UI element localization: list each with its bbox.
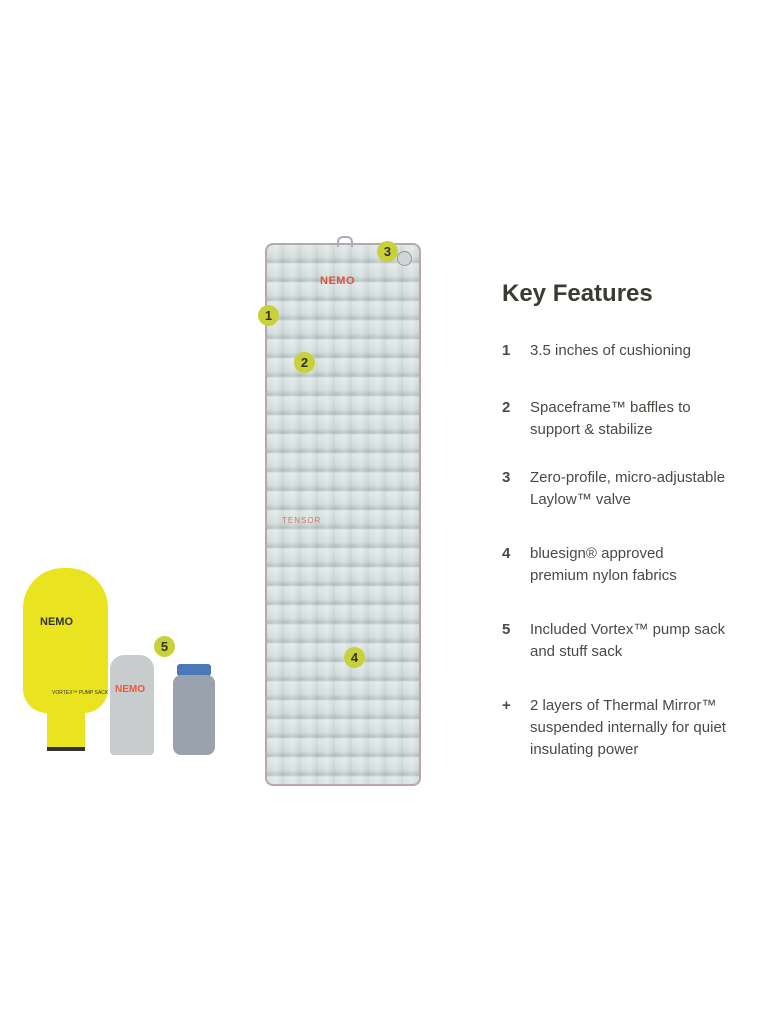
feature-item: 1 3.5 inches of cushioning bbox=[502, 340, 762, 362]
stuff-sack-image bbox=[110, 655, 154, 755]
callout-badge-5: 5 bbox=[154, 636, 175, 657]
feature-text: 2 layers of Thermal Mirror™ suspended in… bbox=[530, 697, 726, 758]
key-features-heading: Key Features bbox=[502, 280, 653, 307]
callout-badge-3: 3 bbox=[377, 241, 398, 262]
feature-text: 3.5 inches of cushioning bbox=[530, 342, 691, 359]
water-bottle-image bbox=[173, 675, 215, 755]
pump-sack-image bbox=[23, 568, 108, 713]
callout-badge-2: 2 bbox=[294, 352, 315, 373]
feature-item: 4 bluesign® approved premium nylon fabric… bbox=[502, 543, 762, 587]
feature-number: 2 bbox=[502, 399, 511, 416]
valve-icon bbox=[397, 251, 412, 266]
feature-number: 3 bbox=[502, 469, 511, 486]
feature-text: Included Vortex™ pump sack and stuff sac… bbox=[530, 621, 726, 660]
stuff-sack-logo: NEMO bbox=[115, 684, 145, 695]
pump-logo: NEMO bbox=[40, 616, 73, 628]
feature-number: 5 bbox=[502, 621, 511, 638]
pad-logo: NEMO bbox=[320, 275, 355, 287]
callout-badge-1: 1 bbox=[258, 305, 279, 326]
pump-sack-neck bbox=[47, 705, 85, 751]
callout-badge-4: 4 bbox=[344, 647, 365, 668]
feature-text: Zero-profile, micro-adjustable Laylow™ v… bbox=[530, 469, 726, 508]
feature-number: 4 bbox=[502, 545, 511, 562]
pump-label: VORTEX™ PUMP SACK bbox=[52, 690, 109, 696]
feature-item: 5 Included Vortex™ pump sack and stuff sa… bbox=[502, 619, 762, 663]
feature-text: Spaceframe™ baffles to support & stabili… bbox=[530, 399, 691, 438]
feature-number: 1 bbox=[502, 342, 511, 359]
feature-number: + bbox=[502, 697, 511, 714]
pad-name: TENSOR bbox=[282, 516, 322, 525]
pad-loop bbox=[337, 236, 353, 247]
feature-item: +2 layers of Thermal Mirror™ suspended i… bbox=[502, 695, 762, 761]
feature-item: 3 Zero-profile, micro-adjustable Laylow™ … bbox=[502, 467, 762, 511]
feature-item: 2 Spaceframe™ baffles to support & stabil… bbox=[502, 397, 762, 441]
feature-text: bluesign® approved premium nylon fabrics bbox=[530, 545, 677, 584]
bottle-cap bbox=[177, 664, 211, 676]
sleeping-pad-image bbox=[265, 243, 421, 786]
